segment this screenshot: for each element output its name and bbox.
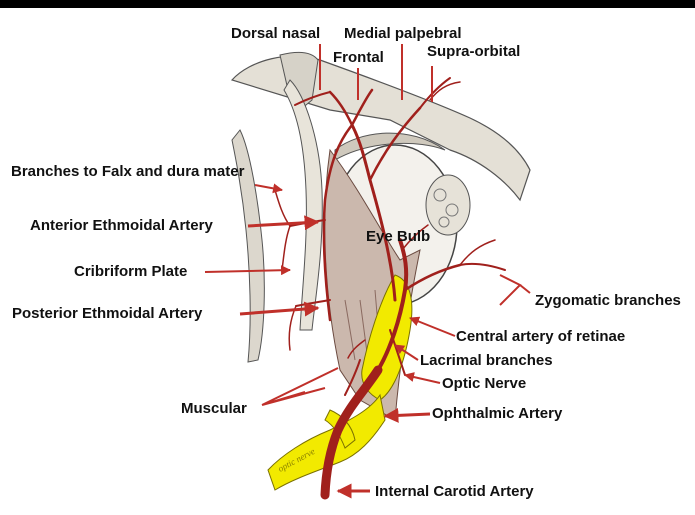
label-optic-nerve: Optic Nerve xyxy=(442,376,526,391)
label-posterior-ethmoidal: Posterior Ethmoidal Artery xyxy=(12,306,202,321)
pointer-optic-nerve xyxy=(405,375,440,383)
pointer-cribriform xyxy=(205,270,290,272)
label-internal-carotid: Internal Carotid Artery xyxy=(375,484,534,499)
pointer-zygomatic xyxy=(500,275,530,305)
label-supra-orbital: Supra-orbital xyxy=(427,44,520,59)
pointer-falx xyxy=(255,185,282,190)
label-zygomatic-branches: Zygomatic branches xyxy=(535,293,681,308)
pointer-ophthalmic xyxy=(385,414,430,416)
label-dorsal-nasal: Dorsal nasal xyxy=(231,26,320,41)
label-ophthalmic-artery: Ophthalmic Artery xyxy=(432,406,562,421)
label-cribriform-plate: Cribriform Plate xyxy=(74,264,187,279)
label-frontal: Frontal xyxy=(333,50,384,65)
label-anterior-ethmoidal: Anterior Ethmoidal Artery xyxy=(30,218,213,233)
label-central-artery-retinae: Central artery of retinae xyxy=(456,329,625,344)
pointer-central-retina xyxy=(410,318,455,336)
label-muscular: Muscular xyxy=(181,401,247,416)
label-medial-palpebral: Medial palpebral xyxy=(344,26,462,41)
label-eye-bulb: Eye Bulb xyxy=(366,229,430,244)
label-lacrimal-branches: Lacrimal branches xyxy=(420,353,553,368)
pointer-muscular xyxy=(262,368,338,405)
label-falx-dura: Branches to Falx and dura mater xyxy=(11,164,244,179)
